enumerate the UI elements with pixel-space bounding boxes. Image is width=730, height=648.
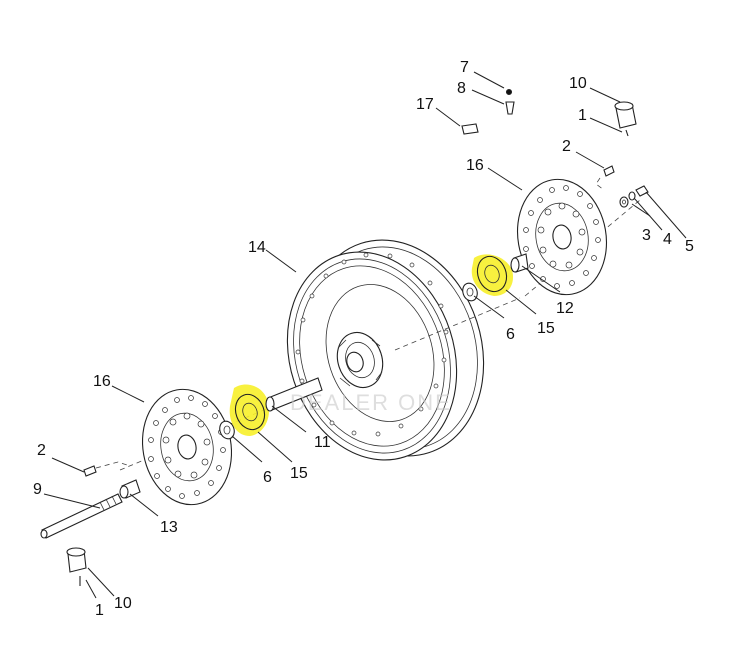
axle-cap-top[interactable] [614,101,637,137]
callout-10-bottom: 10 [114,595,132,612]
callout-9: 9 [33,481,42,498]
callout-labels: 7 8 10 1 17 2 16 3 4 5 14 12 6 15 16 2 9… [33,59,694,619]
leader-lines [43,71,687,599]
callout-6-right: 6 [506,326,515,343]
callout-1-bottom: 1 [95,602,104,619]
callout-6-left: 6 [263,469,272,486]
callout-12: 12 [556,300,574,317]
brake-rotor-right[interactable] [509,172,616,302]
callout-14: 14 [248,239,266,256]
washer-4[interactable] [628,191,636,201]
axle-cap-bottom[interactable] [66,547,87,586]
callout-8: 8 [457,80,466,97]
callout-15-right: 15 [537,320,555,337]
spacer-left-highlighted[interactable] [229,384,270,436]
nut-5[interactable] [635,185,649,197]
callout-4: 4 [663,231,672,248]
axle-9[interactable] [40,493,123,539]
watermark: DEALER ONE [290,390,452,415]
callout-2-right: 2 [562,138,571,155]
bolt-left[interactable] [83,461,131,477]
balance-weight-17[interactable] [461,123,479,135]
callout-10-top: 10 [569,75,587,92]
valve-stem[interactable] [505,88,515,115]
callout-16-left: 16 [93,373,111,390]
washer-3[interactable] [619,196,629,208]
bearing-right[interactable] [460,281,479,303]
spacer-right-highlighted[interactable] [471,252,514,296]
wheel-rim[interactable] [261,217,511,482]
callout-16-right: 16 [466,157,484,174]
axle-spacer-11[interactable] [265,377,323,412]
callout-7: 7 [460,59,469,76]
bearing-left[interactable] [217,419,236,441]
callout-5: 5 [685,238,694,255]
callout-2-left: 2 [37,442,46,459]
callout-17: 17 [416,96,434,113]
callout-3: 3 [642,227,651,244]
callout-15-left: 15 [290,465,308,482]
bolt-right[interactable] [595,165,615,191]
callout-1-top: 1 [578,107,587,124]
spacer-sleeve-12[interactable] [510,253,529,273]
spacer-13[interactable] [119,479,141,499]
brake-rotor-left[interactable] [134,382,241,512]
callout-13: 13 [160,519,178,536]
callout-11: 11 [314,434,331,451]
